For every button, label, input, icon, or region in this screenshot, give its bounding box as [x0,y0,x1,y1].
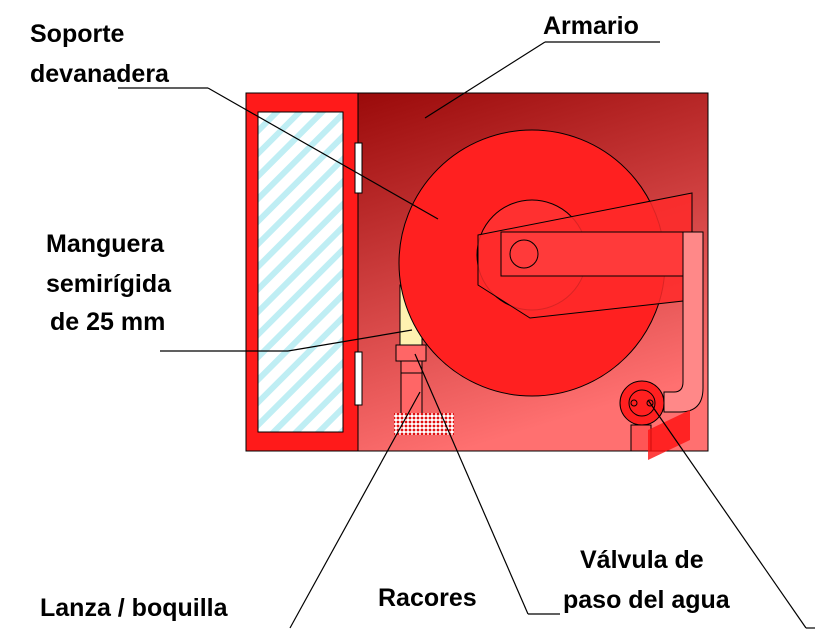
door-glass [257,111,344,433]
lance-nozzle [394,413,454,435]
valve-shadow [648,410,690,460]
door-hinge-top [354,142,363,194]
leader-lanza [289,391,421,629]
reel-axle [509,239,539,269]
valve-handle [628,389,656,417]
coupling-top [395,344,427,362]
label-soporte-line2: devanadera [30,60,170,88]
leader-manguera-diag [287,329,413,352]
door-hinge-bottom [354,351,363,406]
label-manguera-line1: Manguera [46,230,165,258]
label-racores: Racores [378,584,477,612]
label-valvula-line2: paso del agua [563,586,731,614]
valve-knob-left [630,399,638,407]
water-pipe [663,231,704,413]
label-valvula-line1: Válvula de [580,546,704,574]
leader-valvula-1 [647,399,807,629]
label-soporte-line1: Soporte [30,20,125,48]
label-armario: Armario [543,12,639,40]
label-manguera-line2: semirígida [46,270,172,298]
label-manguera-line3: de 25 mm [50,308,165,336]
leader-armario [424,41,546,119]
leader-racores-1 [414,353,529,615]
label-lanza: Lanza / boquilla [40,594,229,622]
leader-soporte-diag [207,87,439,220]
